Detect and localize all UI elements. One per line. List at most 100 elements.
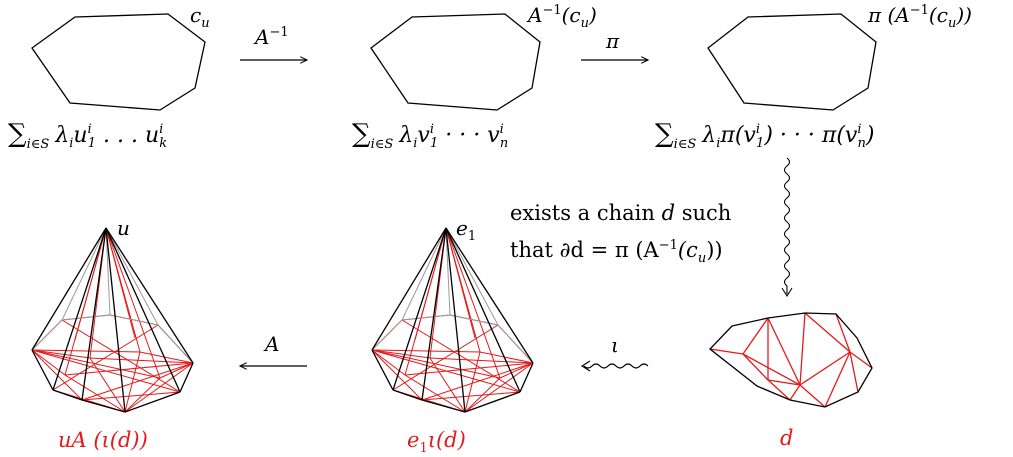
cone-base-edge: [479, 351, 534, 364]
cone-ray: [371, 227, 447, 351]
chain-exists-line1: exists a chain d such: [510, 201, 731, 225]
cone-hidden-edge: [31, 319, 63, 351]
cone-base-edge: [371, 349, 481, 353]
cone-front-edge: [464, 391, 521, 413]
cone-front-edge: [421, 399, 466, 413]
cone-base-edge: [371, 349, 431, 359]
cone-base-edge: [392, 324, 499, 391]
cone-ray: [105, 227, 126, 413]
cone-base-edge: [421, 391, 521, 401]
cone-hidden-edge: [61, 314, 111, 321]
cone-base-edge: [464, 351, 481, 413]
squiggle-arrow-down: [781, 157, 793, 298]
cone-ray: [31, 227, 107, 351]
cone-base-edge: [401, 319, 521, 393]
cone-base-edge: [89, 357, 126, 413]
cone-ray-red: [445, 227, 501, 379]
cone-base-edge: [81, 362, 194, 401]
polygon-pi-inverse-c-u: [707, 13, 877, 111]
chain-exists-line2: that ∂d = π (A−1(cu)): [510, 238, 723, 266]
cone-hidden-edge: [61, 227, 107, 321]
cone-front-edge: [371, 349, 394, 391]
cone-base-edge: [429, 357, 534, 364]
cone-base-edge: [371, 349, 423, 401]
cone-hidden-edge: [109, 314, 159, 326]
cone-ray-red: [105, 227, 161, 379]
cone-base-edge: [124, 377, 161, 413]
cone-ray: [445, 227, 534, 364]
cone-base-edge: [124, 351, 141, 413]
cone-ray: [105, 227, 181, 393]
cone-u-label: uA (ι(d)): [58, 428, 148, 452]
cone-u: [31, 227, 194, 413]
cone-base-edge: [31, 349, 83, 401]
arrow-iota: ι: [580, 333, 649, 372]
cone-ray: [421, 227, 447, 401]
cone-base-edge: [421, 362, 534, 401]
cone-ray: [105, 227, 194, 364]
cone-front-edge: [52, 389, 83, 401]
cone-front-edge: [81, 399, 126, 413]
cone-base-edge: [81, 391, 181, 401]
cone-front-edge: [519, 362, 534, 393]
cone-base-edge: [124, 362, 194, 413]
label-pi-inverse-c-u: π (A−1(cu)): [867, 3, 972, 31]
cone-hidden-edge: [371, 319, 403, 351]
cone-ray: [81, 227, 107, 401]
polygon-inverse-c-u: [370, 13, 541, 111]
arrow-pi-label: π: [605, 29, 620, 53]
cone-base-edge: [371, 349, 501, 379]
arrow-pi: π: [581, 29, 648, 60]
polygon-c-u: [31, 13, 206, 111]
cone-base-edge: [31, 349, 91, 359]
cone-base-edge: [464, 362, 534, 413]
label-c-u: cu: [190, 3, 210, 31]
cone-base-edge: [499, 362, 534, 379]
triangulated-chain-d: [709, 312, 873, 408]
cone-base-edge: [64, 374, 126, 413]
cone-base-edge: [52, 324, 159, 391]
cone-e1-apex-label: e1: [456, 216, 476, 244]
arrow-a-label: A: [263, 332, 279, 356]
cone-base-edge: [159, 362, 194, 379]
cone-hidden-edge: [449, 314, 499, 326]
cone-e1: [371, 227, 534, 413]
cone-hidden-edge: [497, 324, 534, 364]
cone-base-edge: [429, 357, 466, 413]
cone-hidden-edge: [157, 324, 194, 364]
cone-hidden-edge: [401, 314, 451, 321]
cone-ray: [52, 227, 107, 391]
chain-d-label: d: [780, 426, 793, 450]
cone-ray: [392, 227, 447, 391]
arrow-iota-label: ι: [611, 333, 619, 357]
cone-u-apex-label: u: [117, 216, 130, 240]
cone-front-edge: [31, 349, 54, 391]
cone-front-edge: [392, 389, 423, 401]
cone-base-edge: [404, 374, 466, 413]
cone-ray-red: [414, 227, 447, 341]
arrow-a: A: [240, 332, 307, 366]
cone-hidden-edge: [445, 227, 451, 316]
arrow-a-inverse: A−1: [240, 25, 307, 60]
cone-base-edge: [139, 351, 194, 364]
cone-hidden-edge: [445, 227, 499, 326]
cone-e1-label: e1ι(d): [407, 428, 466, 456]
cone-hidden-edge: [105, 227, 111, 316]
arrow-a-inverse-label: A−1: [253, 25, 289, 49]
cone-front-edge: [179, 362, 194, 393]
cone-base-edge: [464, 377, 501, 413]
cone-front-edge: [124, 391, 181, 413]
cone-ray-red: [74, 227, 107, 341]
cone-ray: [445, 227, 466, 413]
cone-base-edge: [31, 349, 161, 379]
label-inverse-c-u: A−1(cu): [526, 3, 597, 31]
cone-ray: [445, 227, 521, 393]
cone-hidden-edge: [401, 227, 447, 321]
cone-base-edge: [31, 349, 141, 353]
cone-base-edge: [61, 319, 181, 393]
cone-hidden-edge: [105, 227, 159, 326]
